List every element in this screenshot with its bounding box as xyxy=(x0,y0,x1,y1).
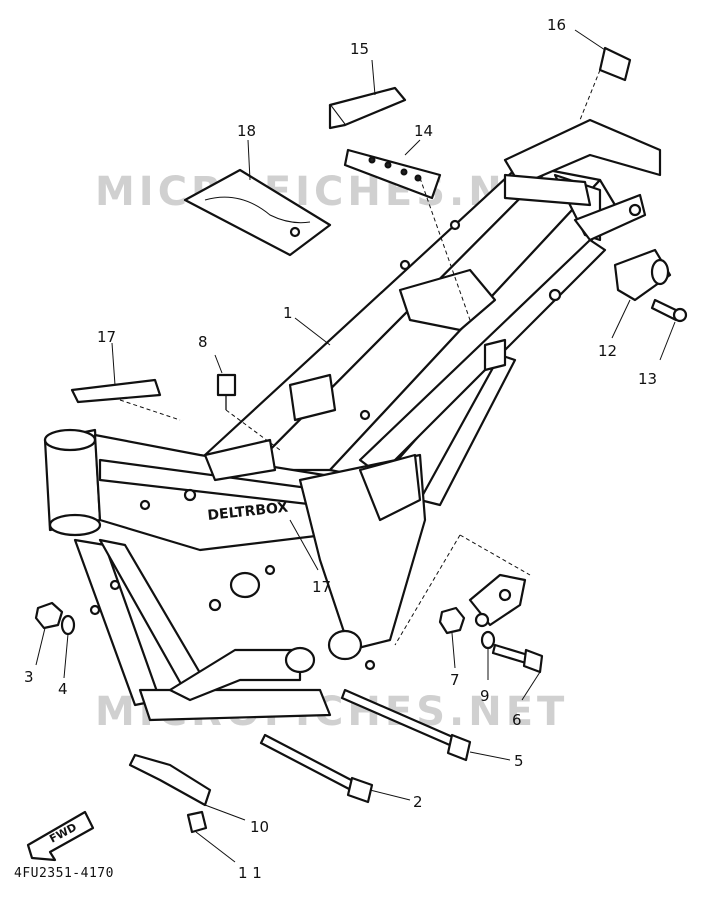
part-6-bolt xyxy=(491,643,530,665)
callout-17-decal: 17 xyxy=(97,328,116,346)
part-15-bracket xyxy=(328,86,407,127)
callout-14: 14 xyxy=(414,122,433,140)
callout-11: 1 1 xyxy=(238,864,262,882)
callout-12: 12 xyxy=(598,342,617,360)
callout-8: 8 xyxy=(198,333,208,351)
part-7-nut xyxy=(438,606,466,635)
part-2-bolt xyxy=(259,733,357,792)
callout-2: 2 xyxy=(413,793,423,811)
callouts: 1 2 3 4 5 6 7 8 9 10 1 1 12 13 14 15 16 … xyxy=(24,16,657,882)
leader-lines xyxy=(35,29,676,863)
callout-13: 13 xyxy=(638,370,657,388)
callout-7: 7 xyxy=(450,671,460,689)
part-11-bolt xyxy=(186,810,208,834)
callout-16: 16 xyxy=(547,16,566,34)
callout-9: 9 xyxy=(480,687,490,705)
part-3-nut xyxy=(34,601,64,630)
callout-4: 4 xyxy=(58,680,68,698)
callout-3: 3 xyxy=(24,668,34,686)
part-14-plate xyxy=(343,148,442,200)
callout-6: 6 xyxy=(512,711,522,729)
callout-18: 18 xyxy=(237,122,256,140)
part-9-washer xyxy=(480,630,496,650)
part-16-clip xyxy=(598,46,632,82)
fwd-arrow-icon: FWD xyxy=(26,810,95,862)
part-10-guard xyxy=(128,753,212,807)
callout-1: 1 xyxy=(283,304,293,322)
part-8-bolt xyxy=(216,373,237,397)
part-17-decal xyxy=(70,378,162,404)
main-frame: DELTRBOX xyxy=(43,118,662,722)
callout-10: 10 xyxy=(250,818,269,836)
callout-17-frame: 17 xyxy=(312,578,331,596)
callout-5: 5 xyxy=(514,752,524,770)
diagram-part-code: 4FU2351-4170 xyxy=(14,866,114,881)
callout-15: 15 xyxy=(350,40,369,58)
part-4-washer xyxy=(60,614,76,636)
